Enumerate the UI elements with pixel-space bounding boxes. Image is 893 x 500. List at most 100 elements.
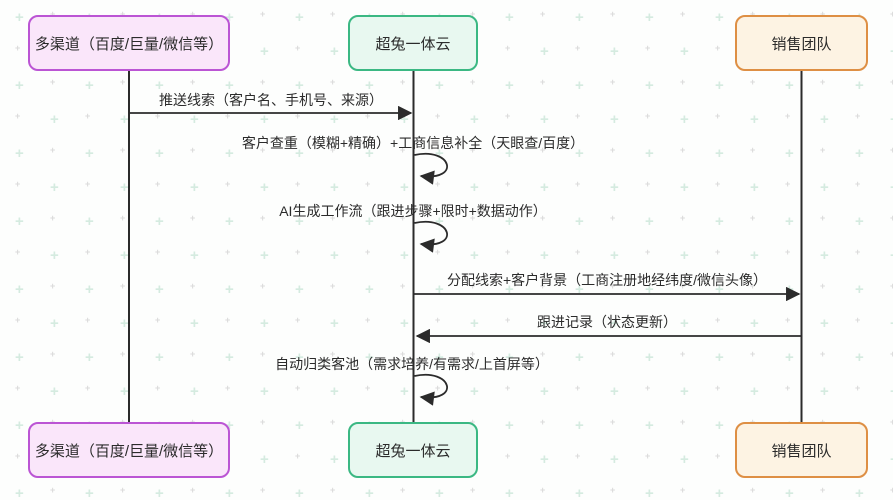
plus-pattern-mark: +	[295, 213, 304, 230]
plus-pattern-mark: +	[15, 349, 24, 366]
plus-pattern-mark: +	[715, 111, 721, 121]
plus-pattern-mark: +	[365, 349, 374, 366]
plus-pattern-mark: +	[785, 315, 791, 325]
plus-pattern-mark: +	[435, 145, 444, 162]
plus-pattern-mark: +	[540, 349, 546, 359]
plus-pattern-mark: +	[435, 179, 441, 189]
plus-pattern-mark: +	[575, 77, 584, 94]
plus-pattern-mark: +	[540, 179, 549, 196]
plus-pattern-mark: +	[50, 349, 56, 359]
actor-sales-label: 销售团队	[771, 442, 832, 460]
plus-pattern-mark: +	[680, 281, 686, 291]
plus-pattern-mark: +	[505, 213, 514, 230]
message-label-dedupe: 客户查重（模糊+精确）+工商信息补全（天眼查/百度）	[241, 135, 585, 151]
plus-pattern-mark: +	[470, 247, 479, 264]
plus-pattern-mark: +	[540, 213, 546, 223]
plus-pattern-mark: +	[785, 349, 794, 366]
plus-pattern-mark: +	[680, 349, 686, 359]
actor-channels-label: 多渠道（百度/巨量/微信等）	[34, 35, 224, 53]
plus-pattern-mark: +	[645, 179, 651, 189]
plus-pattern-mark: +	[155, 179, 161, 189]
plus-pattern-mark: +	[505, 77, 514, 94]
plus-pattern-mark: +	[15, 247, 21, 257]
plus-pattern-mark: +	[295, 349, 304, 366]
plus-pattern-mark: +	[610, 145, 616, 155]
plus-pattern-mark: +	[260, 111, 269, 128]
plus-pattern-mark: +	[680, 451, 689, 468]
plus-pattern-mark: +	[715, 43, 721, 53]
plus-pattern-mark: +	[400, 77, 406, 87]
plus-pattern-mark: +	[750, 383, 759, 400]
plus-pattern-mark: +	[610, 77, 616, 87]
plus-pattern-mark: +	[890, 384, 893, 399]
plus-pattern-mark: +	[85, 179, 91, 189]
plus-pattern-mark: +	[155, 315, 161, 325]
plus-pattern-mark: +	[260, 145, 266, 155]
plus-pattern-mark: +	[120, 213, 126, 223]
plus-pattern-mark: +	[610, 43, 619, 60]
plus-pattern-mark: +	[330, 145, 336, 155]
plus-pattern-mark: +	[190, 349, 196, 359]
plus-pattern-mark: +	[120, 111, 129, 128]
plus-pattern-mark: +	[505, 383, 511, 393]
message-selfloop-ai-workflow	[414, 220, 448, 253]
plus-pattern-mark: +	[470, 281, 476, 291]
plus-pattern-mark: +	[750, 111, 759, 128]
plus-pattern-mark: +	[155, 485, 164, 500]
plus-pattern-mark: +	[855, 485, 864, 500]
plus-pattern-mark: +	[610, 485, 616, 495]
plus-pattern-mark: +	[470, 9, 476, 19]
plus-pattern-mark: +	[15, 417, 24, 434]
plus-pattern-mark: +	[155, 281, 164, 298]
plus-pattern-mark: +	[330, 485, 336, 495]
plus-pattern-mark: +	[785, 247, 791, 257]
plus-pattern-mark: +	[155, 213, 164, 230]
plus-pattern-mark: +	[470, 77, 476, 87]
plus-pattern-mark: +	[645, 349, 654, 366]
plus-pattern-mark: +	[365, 145, 374, 162]
plus-pattern-mark: +	[260, 213, 266, 223]
message-label-auto-pool: 自动归类客池（需求培养/有需求/上首屏等）	[275, 356, 549, 372]
plus-pattern-mark: +	[295, 179, 301, 189]
plus-pattern-mark: +	[540, 417, 546, 427]
plus-pattern-mark: +	[330, 349, 336, 359]
plus-pattern-mark: +	[750, 247, 759, 264]
plus-pattern-mark: +	[120, 383, 129, 400]
plus-pattern-mark: +	[435, 247, 441, 257]
plus-pattern-mark: +	[120, 9, 126, 19]
plus-pattern-mark: +	[365, 383, 371, 393]
plus-pattern-mark: +	[610, 179, 619, 196]
actor-xtools-label: 超兔一体云	[375, 35, 451, 53]
plus-pattern-mark: +	[855, 111, 861, 121]
plus-pattern-mark: +	[225, 179, 231, 189]
plus-pattern-mark: +	[540, 485, 546, 495]
plus-pattern-mark: +	[540, 315, 549, 332]
plus-pattern-mark: +	[330, 9, 336, 19]
plus-pattern-mark: +	[190, 111, 199, 128]
plus-pattern-mark: +	[225, 213, 234, 230]
plus-pattern-mark: +	[400, 145, 406, 155]
plus-pattern-mark: +	[295, 315, 301, 325]
plus-pattern-mark: +	[190, 179, 199, 196]
plus-pattern-mark: +	[400, 213, 406, 223]
plus-pattern-mark: +	[435, 349, 444, 366]
plus-pattern-mark: +	[750, 179, 759, 196]
plus-pattern-mark: +	[225, 145, 234, 162]
plus-pattern-mark: +	[365, 315, 371, 325]
actor-channels-label: 多渠道（百度/巨量/微信等）	[34, 442, 224, 460]
plus-pattern-mark: +	[15, 9, 24, 26]
plus-pattern-mark: +	[505, 145, 514, 162]
plus-pattern-mark: +	[890, 44, 893, 59]
plus-pattern-mark: +	[890, 281, 893, 291]
plus-pattern-mark: +	[645, 145, 654, 162]
plus-pattern-mark: +	[785, 383, 791, 393]
plus-pattern-mark: +	[155, 247, 161, 257]
plus-pattern-mark: +	[715, 451, 721, 461]
plus-pattern-mark: +	[225, 111, 231, 121]
plus-pattern-mark: +	[85, 349, 94, 366]
plus-pattern-mark: +	[820, 485, 826, 495]
plus-pattern-mark: +	[225, 485, 234, 500]
plus-pattern-mark: +	[190, 145, 196, 155]
actor-xtools-top: 超兔一体云	[348, 15, 478, 71]
plus-pattern-mark: +	[260, 451, 269, 468]
